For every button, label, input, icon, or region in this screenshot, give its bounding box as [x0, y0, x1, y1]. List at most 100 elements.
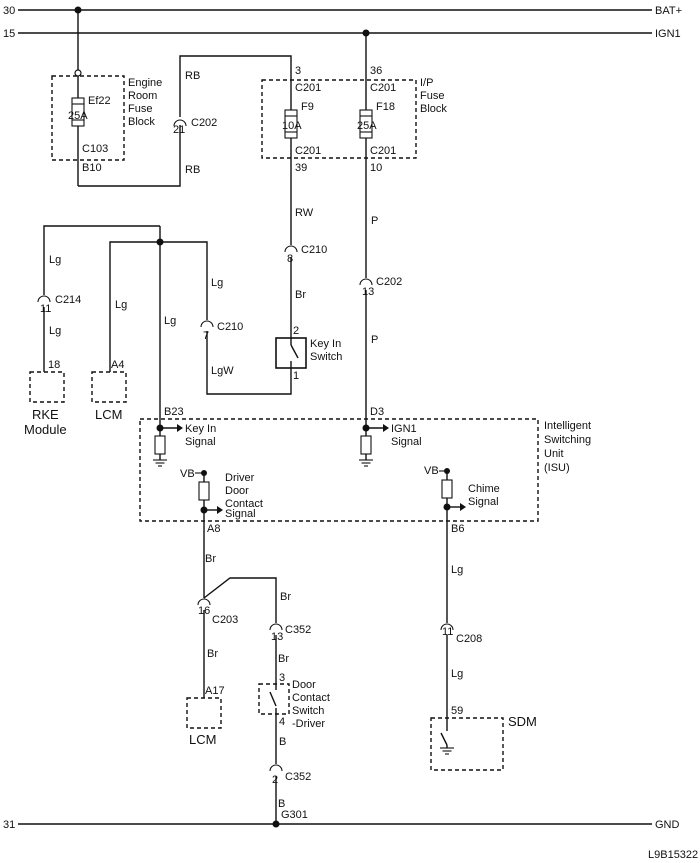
engine-room-fuse-block: Ef22 25A C103 B10 Engine Room Fuse Block — [51, 6, 162, 186]
rw-label: RW — [295, 207, 314, 219]
f18-out-pin: 10 — [370, 162, 382, 174]
c214-name: C214 — [55, 294, 81, 306]
chime-signal-2: Signal — [468, 496, 499, 508]
br-lcm-label: Br — [207, 648, 218, 660]
key-in-signal-2: Signal — [185, 436, 216, 448]
bat-rail-number: 30 — [3, 5, 15, 17]
rb-top-label: RB — [185, 70, 200, 82]
gnd-rail: 31 GND — [3, 819, 680, 831]
rke-module: 18 RKE Module — [24, 359, 67, 437]
sdm-label: SDM — [508, 714, 537, 729]
f9-out-pin: 39 — [295, 162, 307, 174]
door-switch-pin-bottom: 4 — [279, 716, 285, 728]
door-switch-label-1: Door — [292, 679, 316, 691]
key-in-switch: 2 1 Key In Switch — [206, 325, 342, 395]
door-signal-2: Door — [225, 485, 249, 497]
door-signal-3: Contact — [225, 498, 263, 510]
f9-in-pin: 3 — [295, 65, 301, 77]
c352-top-name: C352 — [285, 624, 311, 636]
lg-network: Lg Lg Lg Lg 11 C214 Lg 7 C210 LgW — [37, 225, 243, 428]
lg-rke-bottom-label: Lg — [49, 325, 61, 337]
sdm: 59 SDM — [430, 705, 537, 771]
lcm-top-label: LCM — [95, 407, 122, 422]
f9-out-conn: C201 — [295, 145, 321, 157]
rb-wire: RB RB 21 C202 — [78, 55, 292, 187]
chime-signal-1: Chime — [468, 483, 500, 495]
key-switch-label-1: Key In — [310, 338, 341, 350]
isu-key-in-signal: B23 Key In Signal — [153, 406, 216, 467]
door-signal-4: Signal — [225, 508, 256, 520]
gnd-rail-number: 31 — [3, 819, 15, 831]
b10-pin: B10 — [82, 162, 102, 174]
f18-rating: 25A — [357, 120, 377, 132]
p-label-bottom: P — [371, 334, 378, 346]
c202-p-pin: 13 — [362, 286, 374, 298]
figure-id: L9B15322 — [648, 849, 698, 861]
c202-p-name: C202 — [376, 276, 402, 288]
lcm-bottom-pin: A17 — [205, 685, 225, 697]
chime-vb: VB — [424, 465, 439, 477]
br-a8-label: Br — [205, 553, 216, 565]
f9-fuse-label: F9 — [301, 101, 314, 113]
door-switch-pin-top: 3 — [279, 672, 285, 684]
key-switch-pin-bottom: 1 — [293, 370, 299, 382]
isu-ign1-signal: D3 IGN1 Signal — [359, 406, 422, 467]
rke-label-2: Module — [24, 422, 67, 437]
b23-pin: B23 — [164, 406, 184, 418]
key-in-feed: RW 8 C210 Br — [284, 207, 327, 338]
ipfb-name-1: I/P — [420, 77, 433, 89]
door-signal-1: Driver — [225, 472, 255, 484]
key-in-signal-1: Key In — [185, 423, 216, 435]
c202-top-name: C202 — [191, 117, 217, 129]
ign1-signal-2: Signal — [391, 436, 422, 448]
lcm-top-pin: A4 — [111, 359, 124, 371]
p-label-top: P — [371, 215, 378, 227]
d3-pin: D3 — [370, 406, 384, 418]
f18-fuse-label: F18 — [376, 101, 395, 113]
c352-top-pin: 13 — [271, 631, 283, 643]
b6-pin: B6 — [451, 523, 464, 535]
f18-in-conn: C201 — [370, 82, 396, 94]
ign-rail-label: IGN1 — [655, 28, 681, 40]
c210-lg-pin: 7 — [203, 330, 209, 342]
c352-bottom-pin: 2 — [272, 774, 278, 786]
isu-chime-signal: VB Chime Signal B6 — [424, 465, 500, 535]
c352-bottom-name: C352 — [285, 771, 311, 783]
efb-name-1: Engine — [128, 77, 162, 89]
f18-out-conn: C201 — [370, 145, 396, 157]
efb-name-3: Fuse — [128, 103, 152, 115]
door-switch-label-4: -Driver — [292, 718, 325, 730]
sdm-pin: 59 — [451, 705, 463, 717]
c210-lg-name: C210 — [217, 321, 243, 333]
lgw-label: LgW — [211, 365, 234, 377]
ign1-signal-1: IGN1 — [391, 423, 417, 435]
rke-label-1: RKE — [32, 407, 59, 422]
door-contact-switch: 3 4 Door Contact Switch -Driver B 2 C352… — [258, 672, 330, 828]
c208-pin: 11 — [442, 626, 453, 638]
b-label-2: B — [278, 798, 285, 810]
c208-name: C208 — [456, 633, 482, 645]
c210-rw-pin: 8 — [287, 253, 293, 265]
ef22-fuse-label: Ef22 — [88, 95, 111, 107]
door-switch-label-2: Contact — [292, 692, 330, 704]
lg-sdm-label: Lg — [451, 668, 463, 680]
br-key-label: Br — [295, 289, 306, 301]
c210-rw-name: C210 — [301, 244, 327, 256]
efb-name-2: Room — [128, 90, 157, 102]
lcm-bottom-label: LCM — [189, 732, 216, 747]
c203-name: C203 — [212, 614, 238, 626]
f18-in-pin: 36 — [370, 65, 382, 77]
isu-label-2: Switching — [544, 434, 591, 446]
ign1-feed: P 13 C202 P — [359, 215, 402, 428]
br-c352-mid-label: Br — [278, 653, 289, 665]
br-c352-top-label: Br — [280, 591, 291, 603]
ipfb-name-3: Block — [420, 103, 447, 115]
lg-rke-top-label: Lg — [49, 254, 61, 266]
lg-b6-label: Lg — [451, 564, 463, 576]
isu-label-1: Intelligent — [544, 420, 591, 432]
gnd-rail-label: GND — [655, 819, 680, 831]
bat-rail: 30 BAT+ — [3, 5, 682, 17]
a8-pin: A8 — [207, 523, 220, 535]
g301-label: G301 — [281, 809, 308, 821]
